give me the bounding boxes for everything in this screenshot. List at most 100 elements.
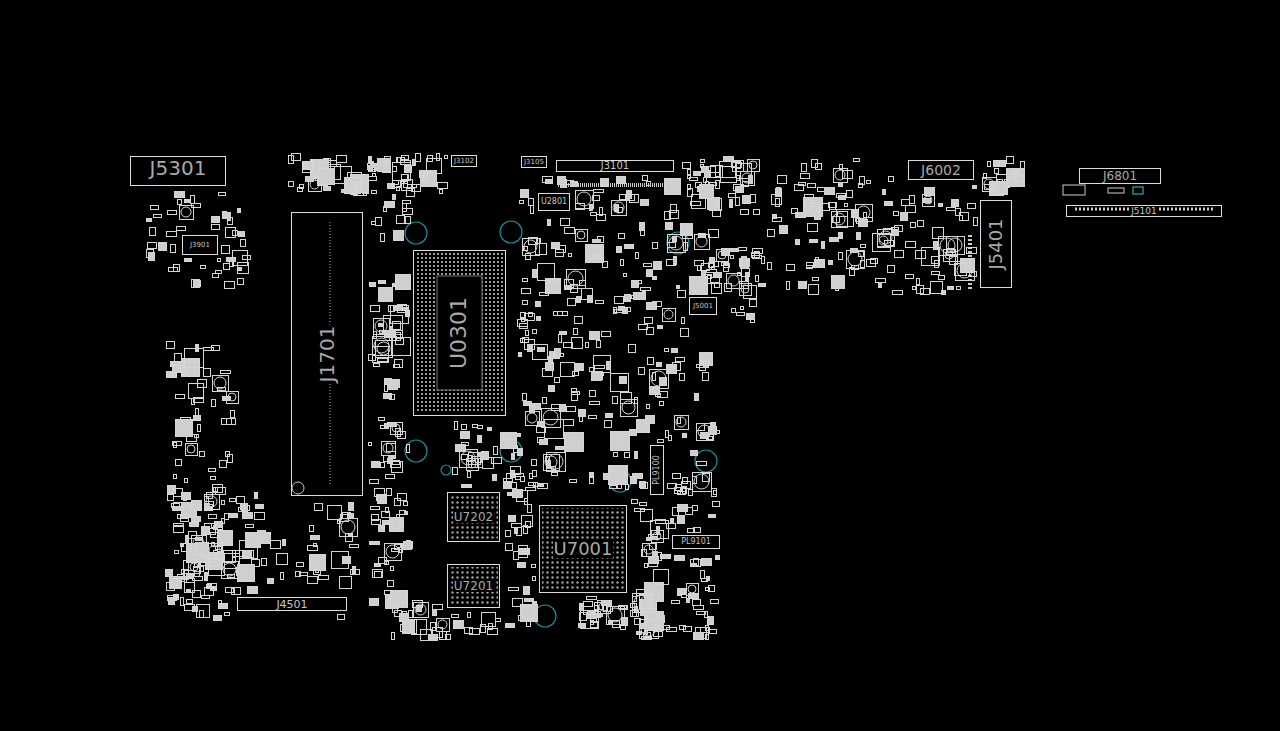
- smd-part: [1021, 162, 1025, 170]
- smd-part: [741, 172, 755, 186]
- smd-part: [514, 552, 519, 560]
- smd-part: [688, 170, 691, 175]
- smd-part: [889, 177, 894, 182]
- smd-part: [644, 264, 652, 267]
- smd-part: [709, 263, 714, 268]
- smd-part: [796, 213, 806, 218]
- smd-part: [369, 157, 372, 163]
- smd-part: [671, 205, 677, 213]
- smd-part: [668, 243, 676, 248]
- smd-part: [218, 531, 233, 546]
- smd-part: [171, 245, 176, 253]
- smd-part: [219, 604, 228, 609]
- inductor-symbol: [833, 277, 842, 286]
- smd-part: [851, 249, 858, 253]
- smd-part: [243, 256, 251, 260]
- inductor-symbol: [386, 545, 399, 558]
- smd-part: [902, 200, 910, 206]
- smd-part: [906, 275, 914, 279]
- smd-part: [654, 570, 669, 585]
- smd-part: [682, 318, 685, 324]
- smd-part: [647, 405, 650, 409]
- smd-part: [654, 262, 662, 270]
- smd-part: [225, 613, 230, 616]
- inductor-symbol: [610, 467, 625, 482]
- smd-part: [694, 606, 704, 610]
- smd-part: [680, 374, 685, 381]
- smd-part: [617, 247, 622, 253]
- smd-part: [185, 259, 192, 262]
- smd-part: [678, 516, 685, 524]
- smd-part: [691, 564, 697, 567]
- smd-part: [580, 604, 584, 611]
- smd-part: [682, 594, 687, 598]
- part-label: U7202: [453, 511, 494, 523]
- smd-part: [372, 222, 376, 225]
- smd-part: [753, 256, 762, 259]
- smd-part: [237, 497, 245, 504]
- smd-part: [175, 192, 185, 198]
- smd-part: [319, 169, 335, 185]
- smd-part: [229, 514, 238, 518]
- smd-part: [308, 577, 318, 584]
- smd-part: [565, 433, 584, 452]
- inductor-symbol: [415, 604, 426, 615]
- smd-part: [315, 504, 323, 511]
- smd-part: [385, 157, 391, 163]
- smd-part: [649, 557, 659, 564]
- smd-part: [672, 601, 680, 604]
- smd-part: [396, 339, 404, 345]
- smd-part: [590, 205, 593, 211]
- smd-part: [519, 546, 528, 552]
- smd-part: [210, 556, 216, 563]
- smd-part: [643, 176, 648, 181]
- smd-part: [398, 158, 401, 163]
- smd-part: [416, 154, 421, 162]
- smd-part: [850, 268, 855, 276]
- smd-part: [701, 571, 705, 579]
- smd-part: [520, 201, 524, 204]
- part-label: U7001: [553, 540, 614, 558]
- smd-part: [520, 324, 528, 329]
- part-label: J5401: [987, 217, 1005, 270]
- smd-part: [710, 199, 722, 211]
- part-label: U7201: [453, 580, 494, 592]
- inductor-symbol: [181, 207, 191, 217]
- smd-part: [637, 590, 647, 596]
- smd-part: [385, 202, 395, 208]
- inductor-symbol: [577, 231, 585, 239]
- smd-part: [737, 313, 745, 316]
- smd-part: [509, 588, 519, 591]
- smd-part: [665, 349, 669, 352]
- smd-part: [656, 520, 666, 524]
- smd-part: [857, 233, 861, 240]
- smd-part: [709, 586, 715, 592]
- smd-part: [338, 521, 341, 524]
- smd-part: [590, 402, 600, 405]
- smd-part: [682, 488, 686, 492]
- smd-part: [678, 592, 681, 596]
- smd-part: [454, 621, 464, 629]
- smd-part: [374, 319, 390, 335]
- smd-part: [559, 335, 562, 343]
- smd-part: [579, 624, 586, 628]
- smd-part: [389, 306, 395, 312]
- smd-part: [226, 228, 236, 238]
- bga-pads: [416, 253, 503, 413]
- smd-part: [379, 288, 393, 302]
- smd-part: [579, 365, 582, 370]
- smd-part: [591, 213, 597, 216]
- smd-part: [536, 302, 541, 307]
- smd-part: [939, 237, 958, 256]
- smd-part: [504, 479, 513, 483]
- inductor-symbol: [545, 456, 557, 468]
- smd-part: [603, 262, 608, 268]
- smd-part: [561, 219, 570, 226]
- smd-part: [525, 599, 534, 602]
- smd-part: [216, 271, 222, 274]
- smd-part: [196, 409, 199, 417]
- smd-part: [660, 402, 664, 406]
- smd-part: [403, 621, 415, 633]
- smd-part: [711, 423, 716, 427]
- smd-part: [690, 277, 708, 295]
